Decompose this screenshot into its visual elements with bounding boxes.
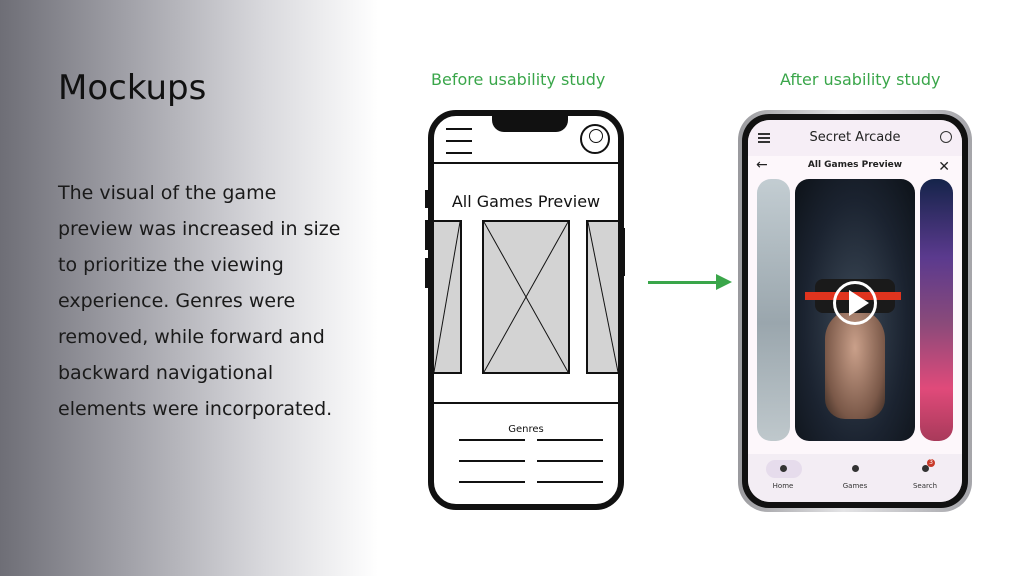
caption-after: After usability study (780, 70, 941, 89)
nav-search[interactable]: 3 Search (890, 454, 960, 502)
wireframe-next-preview[interactable] (586, 220, 618, 374)
wireframe-genre-line (537, 460, 603, 462)
notification-badge: 3 (927, 459, 935, 467)
close-icon[interactable]: ✕ (938, 159, 950, 175)
back-arrow-icon[interactable]: ← (756, 157, 768, 173)
nav-games-label: Games (842, 482, 868, 490)
placeholder-cross-icon (484, 222, 568, 372)
wireframe-genre-line (537, 481, 603, 483)
wireframe-avatar-icon[interactable] (580, 124, 610, 154)
wireframe-genre-line (537, 439, 603, 441)
wireframe-side-button (425, 190, 429, 208)
wireframe-side-button (425, 220, 429, 250)
caption-before: Before usability study (431, 70, 606, 89)
screen-subtitle: All Games Preview (807, 160, 903, 170)
placeholder-cross-icon (434, 222, 460, 372)
nav-search-label: Search (912, 482, 938, 490)
play-icon[interactable] (849, 290, 869, 316)
wireframe-notch (492, 116, 568, 132)
games-icon (852, 465, 859, 472)
wireframe-header (434, 116, 618, 164)
wireframe-main-preview[interactable] (482, 220, 570, 374)
next-game-card[interactable] (920, 179, 953, 441)
left-panel (0, 0, 378, 576)
phone-screen: Secret Arcade ← All Games Preview ✕ Home… (748, 120, 962, 502)
slide-body: The visual of the game preview was incre… (58, 182, 341, 420)
wireframe-side-button (425, 258, 429, 288)
nav-home-label: Home (772, 482, 794, 490)
wireframe-genre-line (459, 439, 525, 441)
nav-home[interactable]: Home (748, 454, 818, 502)
transition-arrow-line (648, 281, 718, 284)
nav-games[interactable]: Games (820, 454, 890, 502)
wireframe-phone: All Games Preview Genres (428, 110, 624, 510)
play-circle-icon[interactable] (833, 281, 877, 325)
preview-person-image (825, 309, 885, 419)
wireframe-prev-preview[interactable] (434, 220, 462, 374)
wireframe-genre-line (459, 460, 525, 462)
main-game-preview[interactable] (795, 179, 915, 441)
search-icon (922, 465, 929, 472)
slide-title: Mockups (58, 68, 207, 108)
previous-game-card[interactable] (757, 179, 790, 441)
home-icon (780, 465, 787, 472)
account-icon[interactable] (940, 131, 952, 143)
wireframe-heading: All Games Preview (451, 192, 601, 211)
app-bar: Secret Arcade (748, 120, 962, 156)
wireframe-genre-line (459, 481, 525, 483)
wireframe-genres-label: Genres (508, 424, 544, 435)
bottom-navigation: Home Games 3 Search (748, 454, 962, 502)
arrow-right-icon (716, 274, 732, 290)
wireframe-divider (434, 402, 618, 404)
placeholder-cross-icon (588, 222, 618, 372)
app-title: Secret Arcade (809, 130, 901, 145)
